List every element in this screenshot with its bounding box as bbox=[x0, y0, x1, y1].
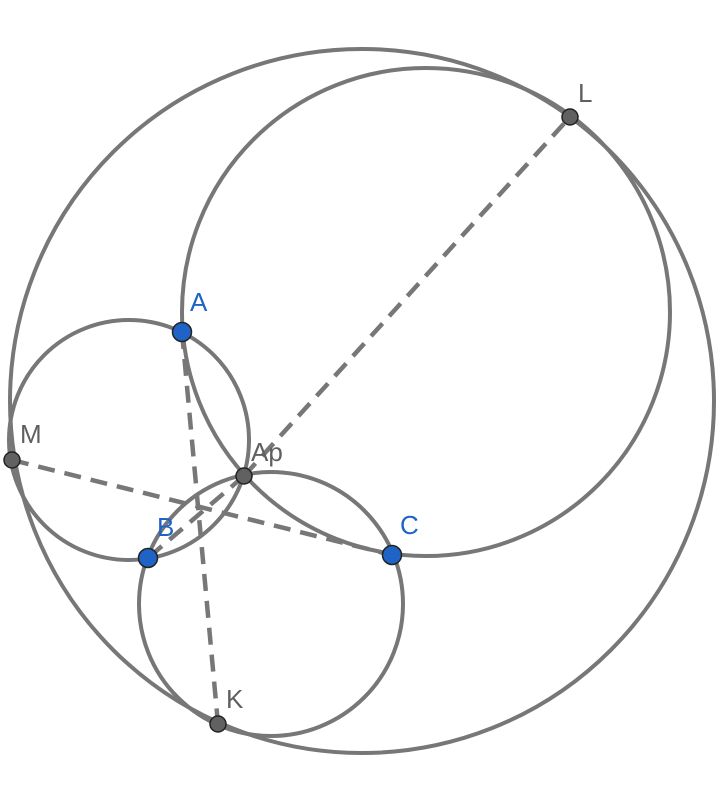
point-b-label: B bbox=[157, 512, 174, 542]
point-b-marker[interactable] bbox=[137, 547, 159, 569]
big-circle bbox=[8, 47, 716, 755]
circle-b-c-k bbox=[137, 470, 405, 738]
segment-ap-l bbox=[242, 115, 572, 478]
point-l[interactable]: L bbox=[561, 78, 592, 126]
segment-a-k bbox=[179, 331, 221, 725]
point-c[interactable]: C bbox=[381, 510, 419, 566]
point-m-marker[interactable] bbox=[3, 451, 21, 469]
point-c-label: C bbox=[400, 510, 419, 540]
circle-a-c-l bbox=[180, 66, 672, 558]
point-m[interactable]: M bbox=[3, 419, 42, 469]
point-ap-label: Ap bbox=[251, 437, 283, 467]
point-a-label: A bbox=[190, 287, 208, 317]
point-l-label: L bbox=[578, 78, 592, 108]
point-l-marker[interactable] bbox=[561, 108, 579, 126]
point-b[interactable]: B bbox=[137, 512, 175, 569]
point-c-marker[interactable] bbox=[381, 544, 403, 566]
point-k-label: K bbox=[226, 684, 244, 714]
point-a-marker[interactable] bbox=[171, 321, 193, 343]
point-m-label: M bbox=[20, 419, 42, 449]
point-k-marker[interactable] bbox=[209, 715, 227, 733]
segment-m-c bbox=[11, 457, 393, 558]
circle-a-b-m bbox=[7, 318, 251, 562]
segment-ap-b bbox=[146, 474, 246, 560]
point-a[interactable]: A bbox=[171, 287, 209, 343]
point-k[interactable]: K bbox=[209, 684, 244, 733]
point-ap[interactable]: Ap bbox=[235, 437, 283, 485]
point-ap-marker[interactable] bbox=[235, 467, 253, 485]
